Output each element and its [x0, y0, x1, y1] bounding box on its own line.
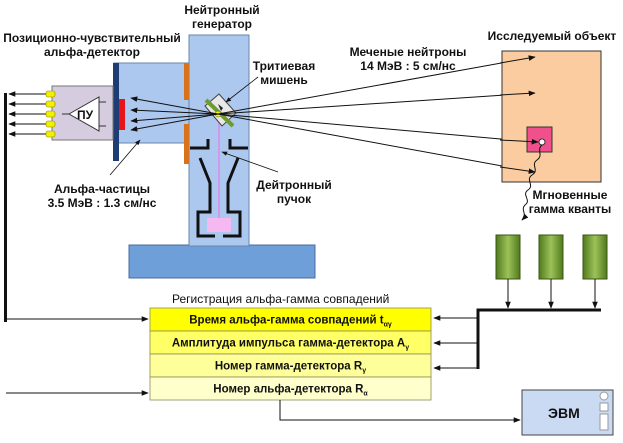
alpha-leader	[109, 139, 141, 176]
preamp-label: ПУ	[77, 108, 94, 122]
shield-top	[184, 63, 189, 100]
target-label: Тритиевая	[253, 59, 315, 73]
alpha-detector-strip	[113, 63, 119, 161]
connector	[45, 130, 56, 138]
gamma-wave	[521, 144, 543, 221]
gamma-bus	[476, 308, 601, 369]
detector-label: Позиционно-чувствительный	[3, 31, 181, 45]
detector-chamber	[113, 62, 190, 144]
object-label: Исследуемый объект	[488, 29, 617, 43]
left-bus	[4, 93, 7, 322]
gamma-detector-2	[538, 234, 564, 280]
register-row: Время альфа-гамма совпадений tαγ	[149, 307, 432, 332]
neutron-rays	[217, 55, 536, 174]
alpha-label: 3.5 МэВ : 1.3 см/нс	[48, 196, 157, 210]
interaction-point	[538, 138, 546, 146]
connector	[45, 100, 56, 108]
neutrons-label: 14 МэВ : 5 см/нс	[360, 59, 456, 73]
generator-label: Нейтронный	[184, 3, 259, 17]
gamma-detector-1	[495, 234, 521, 280]
electrode-right	[228, 139, 248, 150]
gamma-label: Мгновенные	[533, 188, 608, 202]
register-row-label: Номер альфа-детектора Rα	[213, 384, 368, 398]
neutrons-label: Меченые нейтроны	[350, 45, 467, 59]
computer-label: ЭВМ	[548, 405, 580, 421]
keypad-icon	[599, 413, 609, 431]
target-leader	[225, 76, 259, 103]
generator-base	[128, 244, 316, 279]
register-row: Номер гамма-детектора Rγ	[149, 353, 432, 378]
register-title: Регистрация альфа-гамма совпадений	[172, 292, 389, 306]
ion-source	[207, 218, 231, 232]
register-row-label: Время альфа-гамма совпадений tαγ	[189, 315, 392, 329]
drive-icon	[599, 402, 609, 412]
clock-icon	[599, 391, 609, 401]
register-row: Амплитуда импульса гамма-детектора Aγ	[149, 330, 432, 355]
gamma-label: гамма кванты	[529, 202, 612, 216]
target-label: мишень	[260, 73, 308, 87]
alpha-rays	[130, 96, 219, 132]
investigated-object	[501, 50, 602, 183]
computer	[521, 389, 614, 436]
connector	[45, 110, 56, 118]
accelerator-right	[223, 157, 242, 238]
alpha-detector-active	[119, 99, 125, 130]
beam-leader	[221, 151, 279, 173]
alpha-label: Альфа-частицы	[54, 182, 150, 196]
register-table: Время альфа-гамма совпадений tαγАмплитуд…	[149, 307, 432, 401]
gamma-detector-3	[582, 234, 608, 280]
register-row-label: Амплитуда импульса гамма-детектора Aγ	[172, 338, 409, 352]
detector-label: альфа-детектор	[44, 45, 140, 59]
connector	[45, 90, 56, 98]
beam-label: Дейтронный	[256, 178, 331, 192]
beam-label: пучок	[277, 192, 312, 206]
accelerator-left	[196, 157, 215, 238]
preamp-icon	[67, 96, 100, 132]
register-row-label: Номер гамма-детектора Rγ	[215, 361, 366, 375]
shield-bottom	[184, 124, 189, 164]
generator-label: генератор	[192, 17, 252, 31]
connectors	[8, 90, 56, 138]
connector	[45, 120, 56, 128]
electrode-left	[190, 139, 210, 150]
register-row: Номер альфа-детектора Rα	[149, 376, 432, 401]
